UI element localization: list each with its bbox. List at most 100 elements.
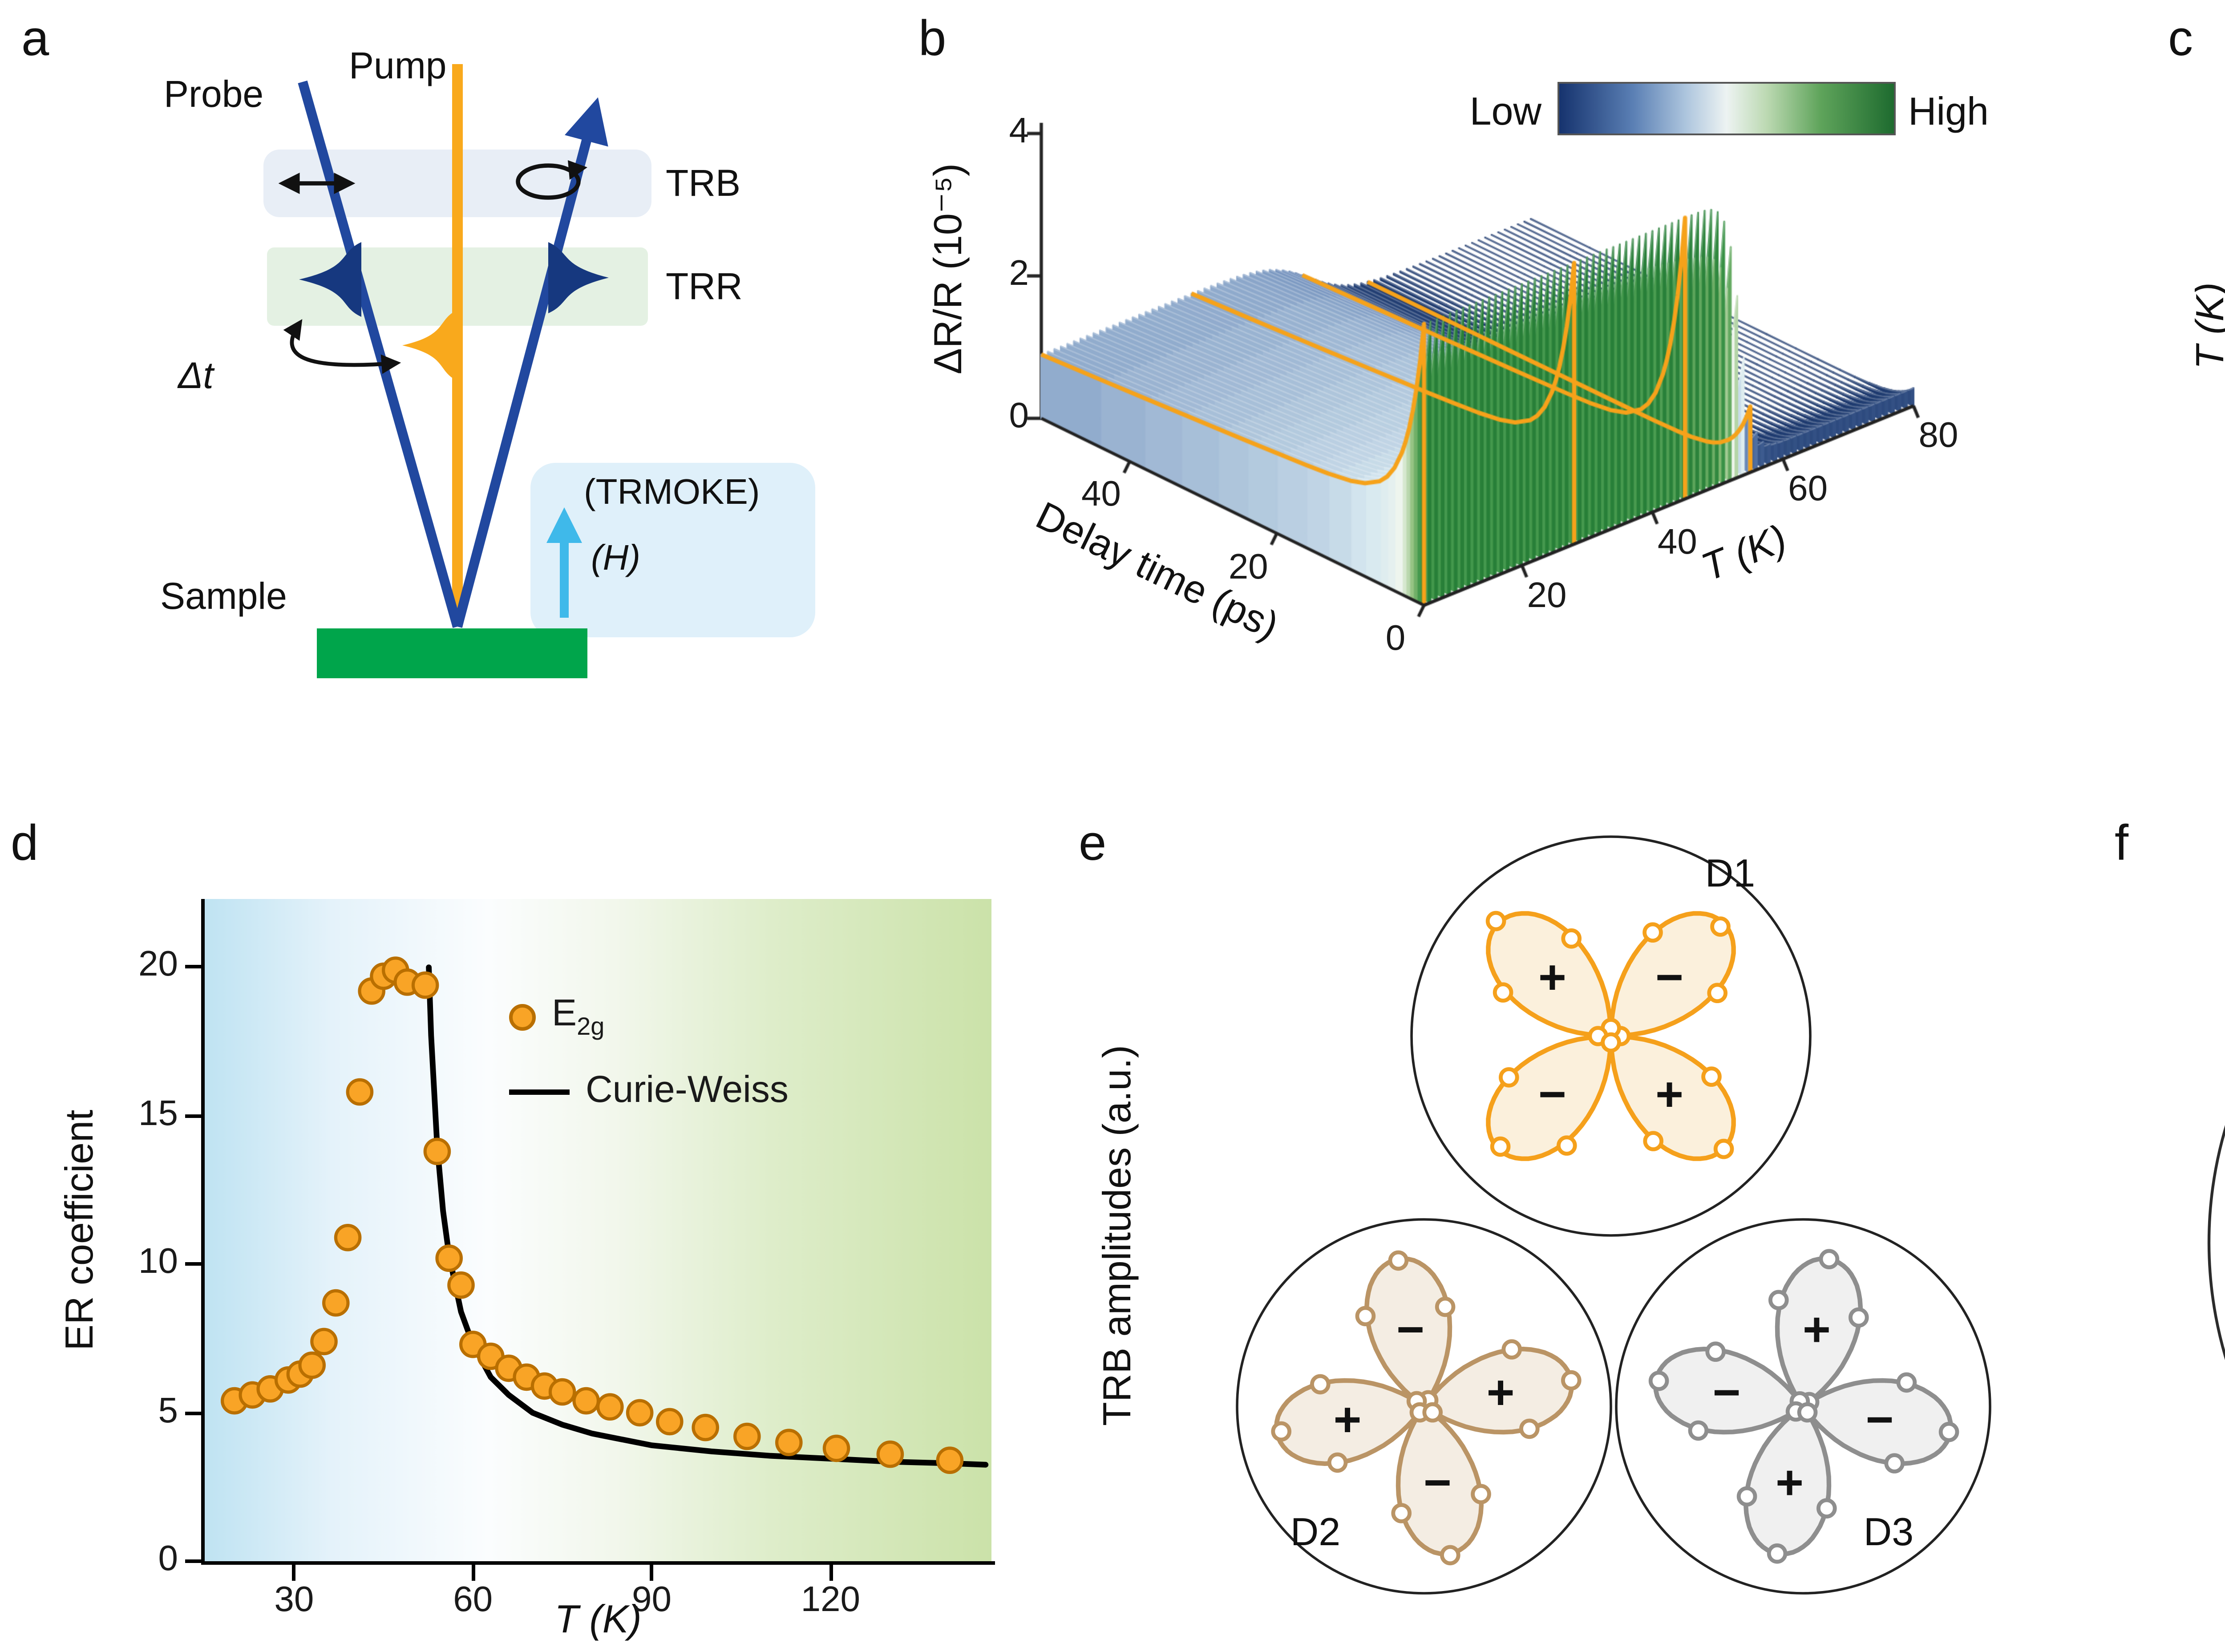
d-y-tick-label: 20 <box>138 946 178 985</box>
polar-data-point-D1 <box>1710 916 1731 937</box>
legend-label: Curie-Weiss <box>586 1070 789 1111</box>
polar-data-point-D1 <box>1707 983 1727 1004</box>
d-x-tick-label: 90 <box>632 1581 672 1620</box>
e2g-data-point <box>435 1244 463 1272</box>
b-z-tick-label: 0 <box>1009 397 1029 436</box>
sign-label-D3: − <box>1712 1365 1740 1419</box>
delay-time-label: Δt <box>178 356 214 397</box>
polar-data-point-D1 <box>1561 928 1582 949</box>
d-y-axis-label: ER coefficient <box>57 1109 101 1351</box>
legend-label: E2g <box>552 993 605 1040</box>
outer-ring <box>2208 1125 2225 1360</box>
polar-data-point-D1 <box>1498 1067 1519 1088</box>
e2g-data-point <box>334 1223 362 1251</box>
surface-plot-canvas <box>926 53 2100 801</box>
e2g-data-point <box>733 1422 761 1450</box>
e-y-axis-label: TRB amplitudes (a.u.) <box>1095 1045 1139 1426</box>
polar-data-point-D3 <box>1688 1420 1709 1441</box>
polar-data-point-D1 <box>1556 1135 1577 1156</box>
legend-marker-line <box>509 1089 570 1094</box>
c-y-tick-label: 80 <box>2214 54 2225 95</box>
sign-label-D2: + <box>1486 1365 1514 1419</box>
probe-beam-out <box>453 97 608 628</box>
polar-data-point-D1 <box>1643 1131 1663 1151</box>
e2g-data-point <box>692 1413 720 1441</box>
d-x-tick-label: 120 <box>801 1581 861 1620</box>
polar-data-point-D2 <box>1271 1421 1292 1442</box>
polar-data-point-D3 <box>1736 1486 1757 1507</box>
probe-pulse-in <box>299 242 361 317</box>
polar-data-point-D3 <box>1849 1307 1869 1328</box>
e2g-data-point <box>876 1440 904 1468</box>
polar-data-point-D1 <box>1485 911 1506 931</box>
c-y-tick-label: 60 <box>2214 220 2225 261</box>
sample-bar <box>317 628 587 678</box>
d-y-tick-mark <box>185 1411 201 1415</box>
sample-label: Sample <box>160 577 287 618</box>
sign-label-D1: + <box>1538 950 1566 1004</box>
summary-diagram <box>2208 1125 2225 1360</box>
b-z-axis-label: ΔR/R (10⁻⁵) <box>926 163 970 375</box>
d-y-tick-label: 10 <box>138 1243 178 1282</box>
c-y-axis-label: T (K) <box>2188 282 2225 369</box>
e2g-data-point <box>822 1434 850 1462</box>
polar-data-point-D2 <box>1501 1339 1522 1360</box>
polar-data-point-D1 <box>1701 1066 1722 1087</box>
e2g-data-point <box>775 1429 803 1457</box>
colorbar-high-label: High <box>1908 89 1989 134</box>
legend-item: E2g <box>509 979 789 1054</box>
d-x-tick-label: 30 <box>274 1581 314 1620</box>
b-temp-tick-label: 60 <box>1788 470 1828 509</box>
b-temp-tick-label: 40 <box>1657 522 1697 562</box>
b-delay-tick-label: 0 <box>1385 620 1406 659</box>
d-x-axis-label: T (K) <box>554 1597 642 1641</box>
e2g-data-point <box>936 1446 964 1474</box>
legend-label-subscript: 2g <box>577 1011 605 1040</box>
d-y-tick-label: 15 <box>138 1094 178 1134</box>
d-x-tick-mark <box>650 1565 654 1581</box>
panel-label-d: d <box>11 815 39 871</box>
sign-label-D3: − <box>1865 1392 1893 1446</box>
b-delay-tick-label: 20 <box>1228 547 1268 587</box>
trmoke-label: (TRMOKE) <box>584 474 760 513</box>
e2g-data-point <box>423 1138 451 1166</box>
sign-label-D1: − <box>1538 1067 1566 1121</box>
polar-data-point-D2 <box>1355 1306 1376 1326</box>
pump-probe-schematic <box>263 64 815 678</box>
trb-label: TRB <box>666 164 740 205</box>
sign-label-D1: + <box>1655 1067 1683 1121</box>
polar-data-point-D3 <box>1767 1543 1788 1564</box>
legend-item: Curie-Weiss <box>509 1054 789 1129</box>
d-y-axis-line <box>201 899 205 1565</box>
panel-label-a: a <box>21 11 49 66</box>
polar-data-point-D2 <box>1519 1418 1540 1439</box>
sign-label-D2: − <box>1424 1455 1452 1509</box>
e2g-data-point <box>322 1289 350 1317</box>
d-y-tick-mark <box>185 1559 201 1563</box>
e2g-data-point <box>411 971 439 999</box>
b-temp-tick-label: 20 <box>1527 576 1567 615</box>
polar-data-point-D1 <box>1642 922 1663 943</box>
sign-label-D3: + <box>1803 1302 1831 1356</box>
d-x-tick-label: 60 <box>453 1581 493 1620</box>
e2g-data-point <box>572 1387 600 1415</box>
sign-label-D3: + <box>1776 1455 1804 1509</box>
b-temp-tick-label: 80 <box>1918 417 1958 456</box>
polar-data-point-D2 <box>1391 1503 1412 1523</box>
polar-data-point-D3 <box>1705 1341 1726 1362</box>
polar-data-point-D3 <box>1648 1371 1669 1391</box>
panel-label-f: f <box>2115 815 2129 871</box>
polar-data-point-D3 <box>1884 1453 1905 1474</box>
circular-polarization-icon <box>516 163 581 200</box>
polar-data-point-D1 <box>1490 1136 1511 1157</box>
legend-marker-circle <box>509 1003 536 1030</box>
panel-label-c: c <box>2168 11 2193 66</box>
e2g-data-point <box>656 1408 684 1436</box>
sign-label-D2: + <box>1333 1392 1361 1446</box>
trr-label: TRR <box>666 267 743 308</box>
delay-arrow-icon <box>283 319 401 374</box>
polar-data-point-D2 <box>1471 1484 1491 1504</box>
d-x-tick-mark <box>471 1565 475 1581</box>
polar-data-point-D2 <box>1422 1402 1443 1423</box>
